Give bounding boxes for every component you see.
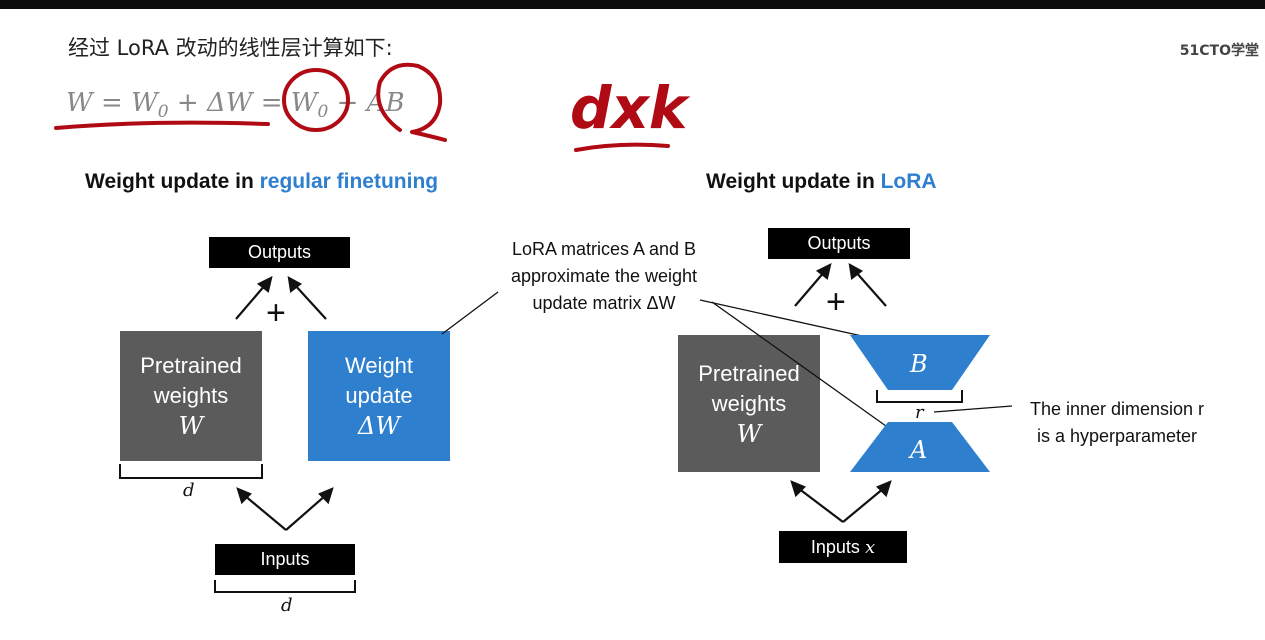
inner-line1: The inner dimension r xyxy=(1029,399,1205,419)
formula-w0-sub: 0 xyxy=(157,102,169,123)
left-inputs-dim-label: d xyxy=(281,595,293,616)
right-section-title: Weight update in LoRA xyxy=(706,170,937,194)
right-pretrained-line1: Pretrained xyxy=(698,360,800,386)
left-title-accent: regular finetuning xyxy=(259,170,439,193)
lora-matrices-annotation: LoRA matrices A and B approximate the we… xyxy=(470,236,738,317)
annotation-line3: update matrix ΔW xyxy=(532,293,676,313)
left-plus-sign: + xyxy=(266,294,286,332)
right-title-prefix: Weight update in xyxy=(706,170,881,193)
right-inputs-box: Inputs x xyxy=(779,531,907,563)
matrix-b-shape xyxy=(850,335,990,390)
left-dim-label: d xyxy=(183,480,195,501)
left-pretrained-var: W xyxy=(178,412,204,440)
weight-update-line2: update xyxy=(345,383,413,408)
right-plus-sign: + xyxy=(826,283,846,321)
page-heading: 经过 LoRA 改动的线性层计算如下: xyxy=(68,36,393,60)
handwritten-dxk: dxk xyxy=(570,74,691,142)
ink-underline-formula xyxy=(54,120,270,130)
annotation-line2: approximate the weight xyxy=(510,266,698,286)
weight-update-box: Weight update ΔW xyxy=(308,331,450,461)
right-pretrained-line2: weights xyxy=(711,390,787,416)
rank-r-label: r xyxy=(915,402,924,423)
weight-update-var: ΔW xyxy=(358,412,400,440)
inner-dimension-annotation: The inner dimension r is a hyperparamete… xyxy=(1004,396,1230,450)
watermark-logo: 51CTO学堂 xyxy=(1179,43,1259,59)
right-outputs-box: Outputs xyxy=(768,228,910,259)
ink-underline-dxk xyxy=(574,142,670,152)
right-inputs-var: x xyxy=(864,536,876,558)
left-section-title: Weight update in regular finetuning xyxy=(85,170,438,194)
left-title-prefix: Weight update in xyxy=(85,170,260,193)
weight-update-line1: Weight xyxy=(344,353,414,378)
formula-w: W xyxy=(66,88,93,118)
ink-circle-w0 xyxy=(282,68,350,132)
right-title-accent: LoRA xyxy=(880,170,937,193)
left-inputs-box: Inputs xyxy=(215,544,355,575)
matrix-b-label: B xyxy=(910,350,928,378)
right-pretrained-var: W xyxy=(736,419,762,448)
matrix-a-shape xyxy=(850,422,990,472)
formula-w0b: W xyxy=(290,88,318,118)
right-inputs-label: Inputs xyxy=(810,536,860,557)
annotation-line1: LoRA matrices A and B xyxy=(511,239,697,259)
formula-eq: = xyxy=(101,88,123,118)
left-outputs-box: Outputs xyxy=(209,237,350,268)
formula-w0b-sub: 0 xyxy=(317,102,329,123)
top-bar xyxy=(0,0,1265,9)
left-pretrained-weights-box: Pretrained weights W xyxy=(120,331,262,461)
left-pretrained-line1: Pretrained xyxy=(140,353,242,378)
formula-delta-w: ΔW xyxy=(206,88,253,118)
left-pretrained-line2: weights xyxy=(153,383,229,408)
ink-circle-ab xyxy=(376,62,447,142)
formula-plus: + xyxy=(176,88,199,118)
matrix-a-label: A xyxy=(910,436,928,464)
formula-eq2: = xyxy=(260,88,283,118)
formula-w0: W xyxy=(131,88,158,118)
right-pretrained-weights-box: Pretrained weights W xyxy=(678,335,820,472)
inner-line2: is a hyperparameter xyxy=(1036,426,1198,446)
